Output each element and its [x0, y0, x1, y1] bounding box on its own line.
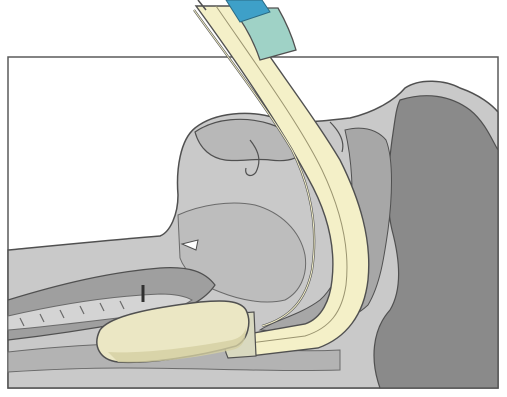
diagram-canvas	[0, 0, 507, 397]
airway-diagram	[0, 0, 507, 397]
